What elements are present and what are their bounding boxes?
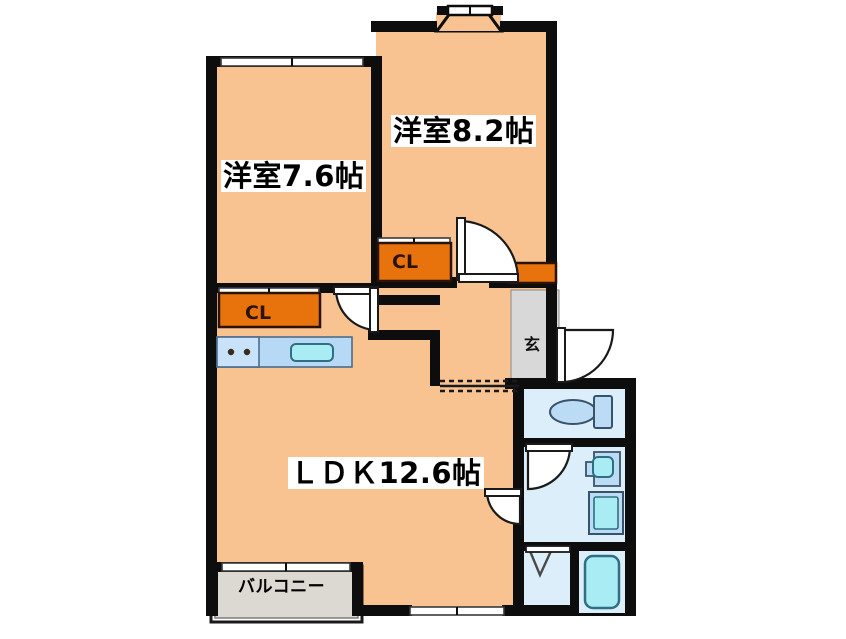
wall-76-right bbox=[371, 56, 382, 288]
partition-ldk-hall bbox=[440, 379, 519, 393]
toilet-tank bbox=[593, 395, 613, 429]
wall-top-82-right bbox=[500, 21, 557, 32]
closet-label-left: CL bbox=[245, 302, 272, 324]
wall-toilet-washroom bbox=[513, 438, 625, 447]
wall-ldk-jog-h2 bbox=[370, 295, 440, 305]
wall-ldk-bottom-a bbox=[206, 562, 218, 616]
kitchen-sink bbox=[290, 343, 334, 362]
wall-bath-top bbox=[513, 378, 636, 389]
stove-unit bbox=[216, 336, 260, 368]
room-label-genkan: 玄 bbox=[524, 335, 541, 354]
wall-82-bottom-left bbox=[371, 277, 457, 288]
bay-window-top bbox=[434, 4, 504, 33]
window-balcony bbox=[221, 562, 351, 572]
door-bedroom-76 bbox=[333, 286, 379, 333]
wall-hall-right bbox=[546, 277, 557, 389]
bath-fixtures bbox=[549, 395, 625, 613]
closet-label-right: CL bbox=[392, 251, 419, 273]
stove-burner-1 bbox=[227, 348, 235, 356]
wall-ldk-jog-v2 bbox=[430, 330, 440, 386]
wall-ldk-bottom-b bbox=[352, 562, 363, 616]
door-bath bbox=[525, 545, 571, 578]
wall-ldk-bottom-c bbox=[352, 605, 412, 616]
closet-left-box bbox=[217, 291, 322, 329]
kitchen-counter bbox=[216, 336, 353, 368]
closets bbox=[217, 241, 558, 329]
toilet-bowl bbox=[549, 399, 597, 425]
room-label-balcony: バルコニー bbox=[238, 577, 326, 597]
room-label-washitsu-82: 洋室8.2帖 bbox=[391, 114, 537, 148]
door-bedroom-82 bbox=[456, 217, 520, 283]
room-label-washitsu-76: 洋室7.6帖 bbox=[221, 159, 367, 193]
window-top-left bbox=[220, 57, 364, 67]
doors bbox=[333, 217, 615, 578]
stove-burner-2 bbox=[243, 348, 251, 356]
window-bottom bbox=[409, 606, 505, 616]
washing-machine-drum bbox=[593, 496, 619, 530]
wall-ldk-jog-h bbox=[368, 330, 440, 340]
closet-right-box bbox=[376, 241, 453, 283]
room-label-ldk: ＬＤＫ12.6帖 bbox=[288, 456, 484, 490]
bathtub bbox=[583, 554, 621, 610]
wall-bath-right bbox=[625, 378, 636, 616]
washbasin-bowl bbox=[592, 456, 614, 478]
door-washroom bbox=[484, 488, 522, 526]
door-entrance bbox=[556, 327, 615, 384]
door-toilet bbox=[525, 443, 573, 491]
wall-left-outer bbox=[206, 56, 217, 616]
wall-bath-inner-v bbox=[570, 542, 579, 616]
wall-82-right bbox=[546, 21, 557, 283]
wall-top-82-left bbox=[371, 21, 437, 32]
